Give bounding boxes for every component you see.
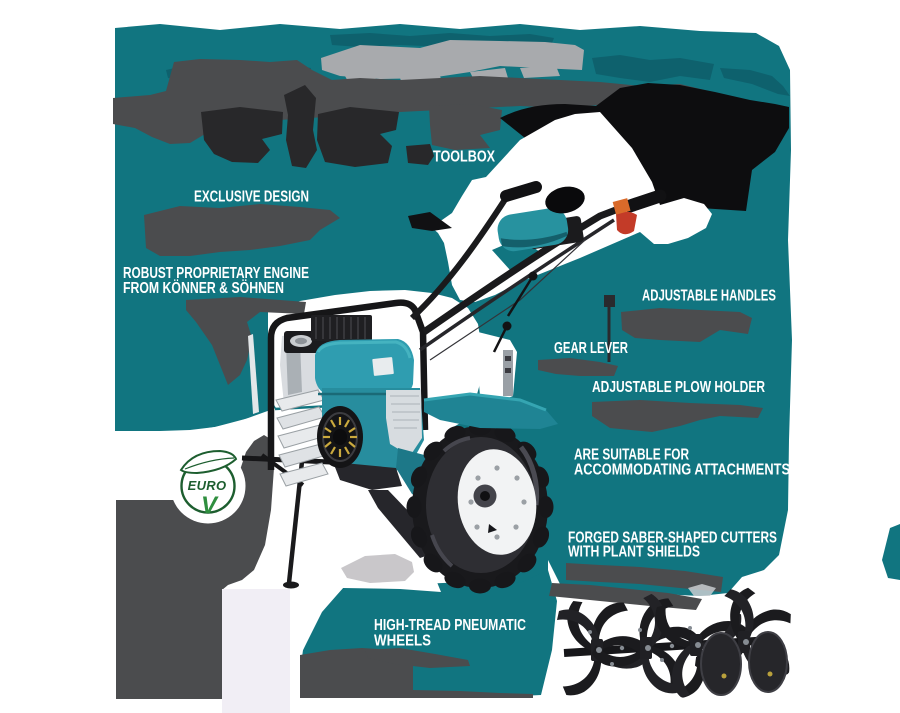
svg-text:ROBUST PROPRIETARY ENGINE: ROBUST PROPRIETARY ENGINE [123, 265, 309, 282]
svg-text:TOOLBOX: TOOLBOX [433, 149, 496, 166]
svg-text:ARE SUITABLE FOR: ARE SUITABLE FOR [574, 447, 689, 464]
svg-text:ADJUSTABLE HANDLES: ADJUSTABLE HANDLES [642, 288, 776, 305]
svg-text:GEAR LEVER: GEAR LEVER [554, 340, 628, 357]
svg-text:FORGED SABER-SHAPED CUTTERS: FORGED SABER-SHAPED CUTTERS [568, 530, 777, 547]
svg-text:EURO: EURO [188, 478, 227, 493]
svg-text:WHEELS: WHEELS [374, 633, 431, 650]
svg-text:ADJUSTABLE PLOW HOLDER: ADJUSTABLE PLOW HOLDER [592, 379, 765, 396]
svg-text:HIGH-TREAD PNEUMATIC: HIGH-TREAD PNEUMATIC [374, 617, 526, 634]
svg-text:FROM KÖNNER & SÖHNEN: FROM KÖNNER & SÖHNEN [123, 280, 284, 297]
svg-text:ACCOMMODATING ATTACHMENTS: ACCOMMODATING ATTACHMENTS [574, 462, 790, 479]
svg-text:V: V [201, 492, 219, 519]
svg-text:WITH PLANT SHIELDS: WITH PLANT SHIELDS [568, 544, 700, 561]
svg-text:EXCLUSIVE DESIGN: EXCLUSIVE DESIGN [194, 189, 309, 206]
